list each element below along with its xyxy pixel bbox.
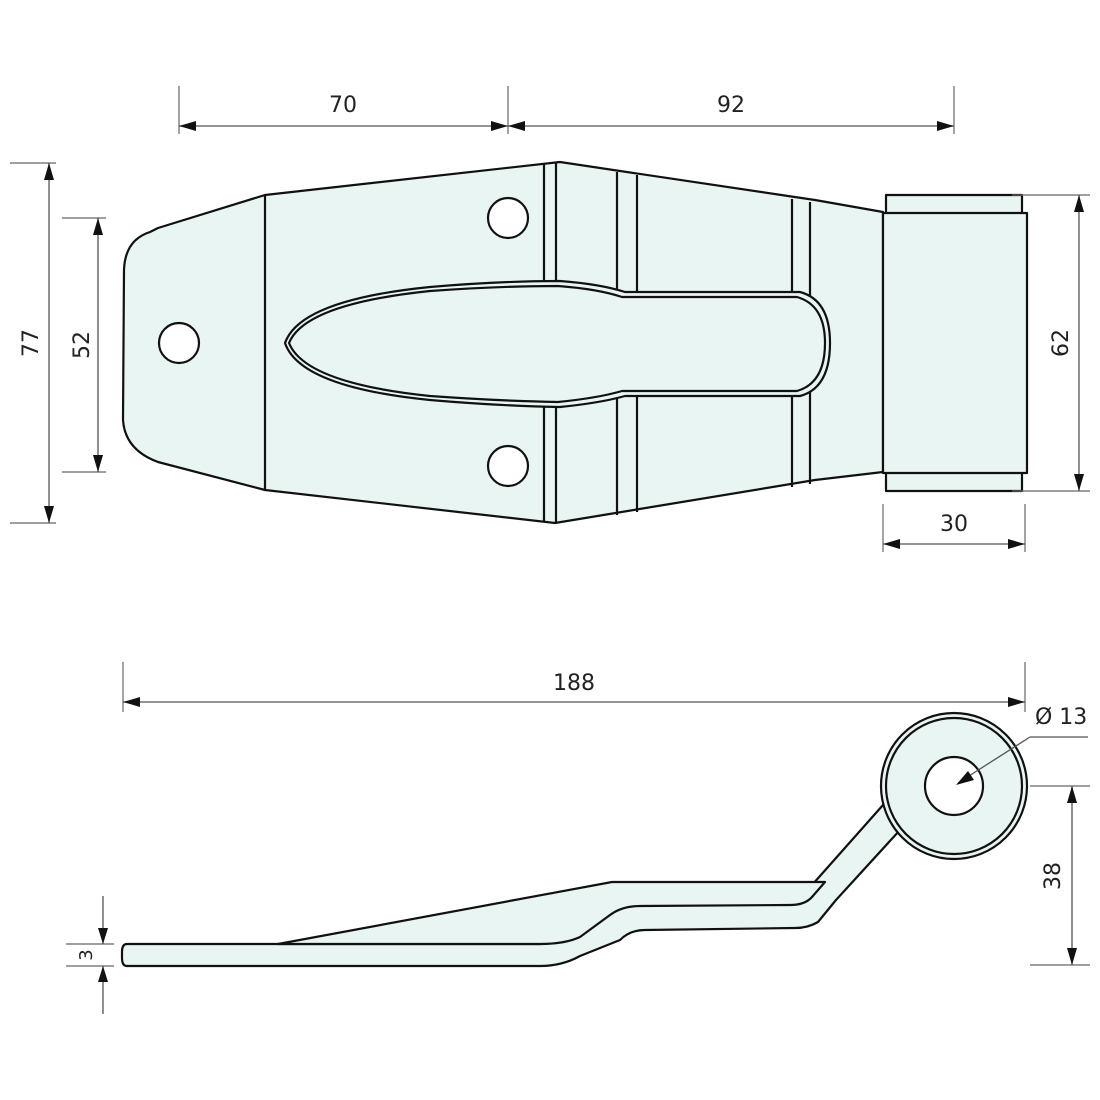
dim-offset-height: 38 xyxy=(1041,862,1066,890)
dim-thickness: 3 xyxy=(76,949,97,960)
dim-hole-to-rib: 70 xyxy=(329,93,357,118)
dim-hole-spacing: 52 xyxy=(70,331,95,359)
dim-rib-to-knuckle: 92 xyxy=(717,93,745,118)
knuckle-inner xyxy=(881,211,1029,475)
leaf-taper xyxy=(276,880,827,946)
pin-hole xyxy=(923,755,985,817)
top-view xyxy=(121,160,1029,525)
screw-hole xyxy=(486,196,530,240)
screw-hole xyxy=(486,444,530,488)
embossed-slot-inner xyxy=(287,284,827,404)
dim-pin-diameter: Ø 13 xyxy=(1035,705,1087,730)
dim-overall-length: 188 xyxy=(553,671,595,696)
dim-knuckle-length: 62 xyxy=(1049,329,1074,357)
embossed-slot-outer xyxy=(283,279,832,409)
dim-overall-height: 77 xyxy=(19,329,44,357)
screw-hole xyxy=(157,321,201,365)
side-view-dimensions: 188 Ø 13 38 3 xyxy=(66,662,1090,1014)
knuckle-inner-circle xyxy=(884,716,1024,856)
side-view xyxy=(120,711,1029,968)
top-view-dimensions: 70 92 77 52 62 30 xyxy=(10,86,1090,552)
dim-knuckle-width: 30 xyxy=(940,512,968,537)
